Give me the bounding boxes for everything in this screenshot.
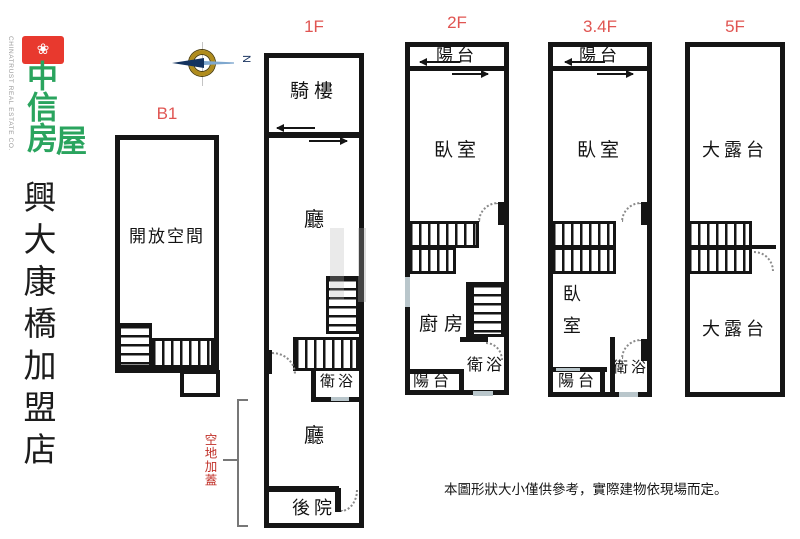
annotation-bracket	[237, 525, 248, 527]
door-swing-arrow	[452, 70, 489, 78]
floor-plan-b1: 開放空間	[115, 135, 219, 373]
room-label-balcony-bottom: 陽台	[413, 373, 454, 390]
wall	[600, 367, 605, 392]
stair-rail	[466, 282, 471, 342]
compass-needle-tail	[204, 61, 234, 65]
room-label-bedroom-top: 臥室	[576, 140, 623, 161]
door-leaf	[265, 350, 272, 374]
door-leaf	[641, 202, 647, 225]
door-leaf	[335, 488, 341, 512]
floor-label-2f: 2F	[447, 13, 467, 32]
room-label-balcony-bottom: 陽台	[558, 373, 599, 390]
watermark	[358, 228, 366, 302]
wall	[459, 369, 464, 392]
stairs	[293, 337, 359, 371]
door-arc	[478, 202, 498, 222]
room-label-hall-lower: 廳	[304, 425, 324, 447]
floor-label-b1: B1	[156, 104, 178, 123]
stairs	[471, 282, 504, 337]
floor-label-5f: 5F	[725, 17, 745, 36]
door-swing-arrow	[419, 58, 460, 66]
window	[331, 397, 349, 401]
company-name-vertical: CHINATRUST REAL ESTATE CO.	[7, 36, 14, 151]
door-arc	[754, 251, 774, 271]
annotation-vacant-land: 空地加蓋	[202, 433, 217, 487]
door-swing-arrow	[309, 137, 348, 145]
room-label-balcony-top: 陽台	[436, 46, 478, 65]
room-label-bath: 衛浴	[320, 374, 357, 390]
floor-plan-5f: 大露台 大露台	[685, 42, 785, 397]
annotation-bracket	[237, 399, 248, 401]
door-arc	[621, 339, 641, 359]
floor-plan-34f: 陽台 臥室 臥室 衛浴 陽台	[548, 42, 652, 397]
room-label-terrace-top: 大露台	[702, 140, 768, 160]
stairs	[686, 221, 752, 248]
door-swing-arrow	[597, 70, 634, 78]
stairs	[686, 247, 752, 274]
room-label-bath: 衛浴	[613, 360, 650, 376]
wall	[610, 337, 615, 392]
room-label-balcony-top: 陽台	[579, 46, 621, 65]
stairs	[326, 276, 359, 334]
window	[405, 277, 410, 307]
store-name-vertical: 興大康橋加盟店	[18, 180, 54, 474]
room-label-kitchen: 廚房	[419, 314, 470, 335]
door-leaf	[641, 339, 647, 361]
logo-flower-icon: ❀	[36, 40, 50, 58]
wall	[266, 486, 339, 492]
wall	[407, 369, 459, 374]
room-label-terrace-bottom: 大露台	[702, 319, 768, 339]
disclaimer-text: 本圖形狀大小僅供參考，實際建物依現場而定。	[444, 482, 728, 497]
room-label-arcade: 騎樓	[289, 81, 338, 102]
door-swing-arrow	[276, 124, 315, 132]
logo-text-last: 屋	[56, 124, 87, 159]
door-swing-arrow	[564, 58, 605, 66]
door-leaf	[498, 202, 504, 225]
window	[619, 392, 638, 397]
room-label-bedroom: 臥室	[433, 140, 480, 161]
plan-b1-extension	[180, 370, 220, 397]
compass: N	[168, 40, 258, 90]
floor-label-1f: 1F	[304, 17, 324, 36]
floor-label-34f: 3.4F	[582, 17, 618, 36]
stairs	[150, 338, 214, 368]
compass-north-label: N	[239, 55, 252, 63]
wall	[550, 66, 650, 71]
door-arc	[621, 202, 641, 222]
logo-red-square: ❀	[22, 36, 64, 64]
window	[556, 368, 580, 371]
logo-text-main: 中信房	[22, 60, 57, 153]
wall	[266, 132, 362, 138]
stairs	[407, 221, 479, 248]
stairs	[118, 323, 152, 368]
watermark	[330, 228, 344, 300]
room-label-backyard: 後院	[292, 498, 336, 518]
annotation-bracket	[237, 399, 239, 527]
room-label-open-space: 開放空間	[129, 227, 205, 246]
floor-plan-2f: 陽台 臥室 廚房 陽台 衛浴	[405, 42, 509, 396]
annotation-bracket	[223, 459, 237, 461]
stairs	[550, 247, 616, 274]
room-label-bedroom-mid: 臥室	[560, 284, 581, 348]
stair-rail	[460, 337, 488, 342]
window	[473, 391, 493, 396]
stairs	[407, 247, 456, 274]
floor-plan-1f: 騎樓 廳 衛浴 廳 後院	[264, 53, 364, 528]
stair-rail	[752, 245, 776, 249]
wall	[407, 66, 507, 71]
compass-needle-icon	[172, 58, 204, 68]
stairs	[550, 221, 616, 248]
room-label-hall-upper: 廳	[304, 209, 324, 231]
room-label-bath: 衛浴	[467, 357, 506, 374]
